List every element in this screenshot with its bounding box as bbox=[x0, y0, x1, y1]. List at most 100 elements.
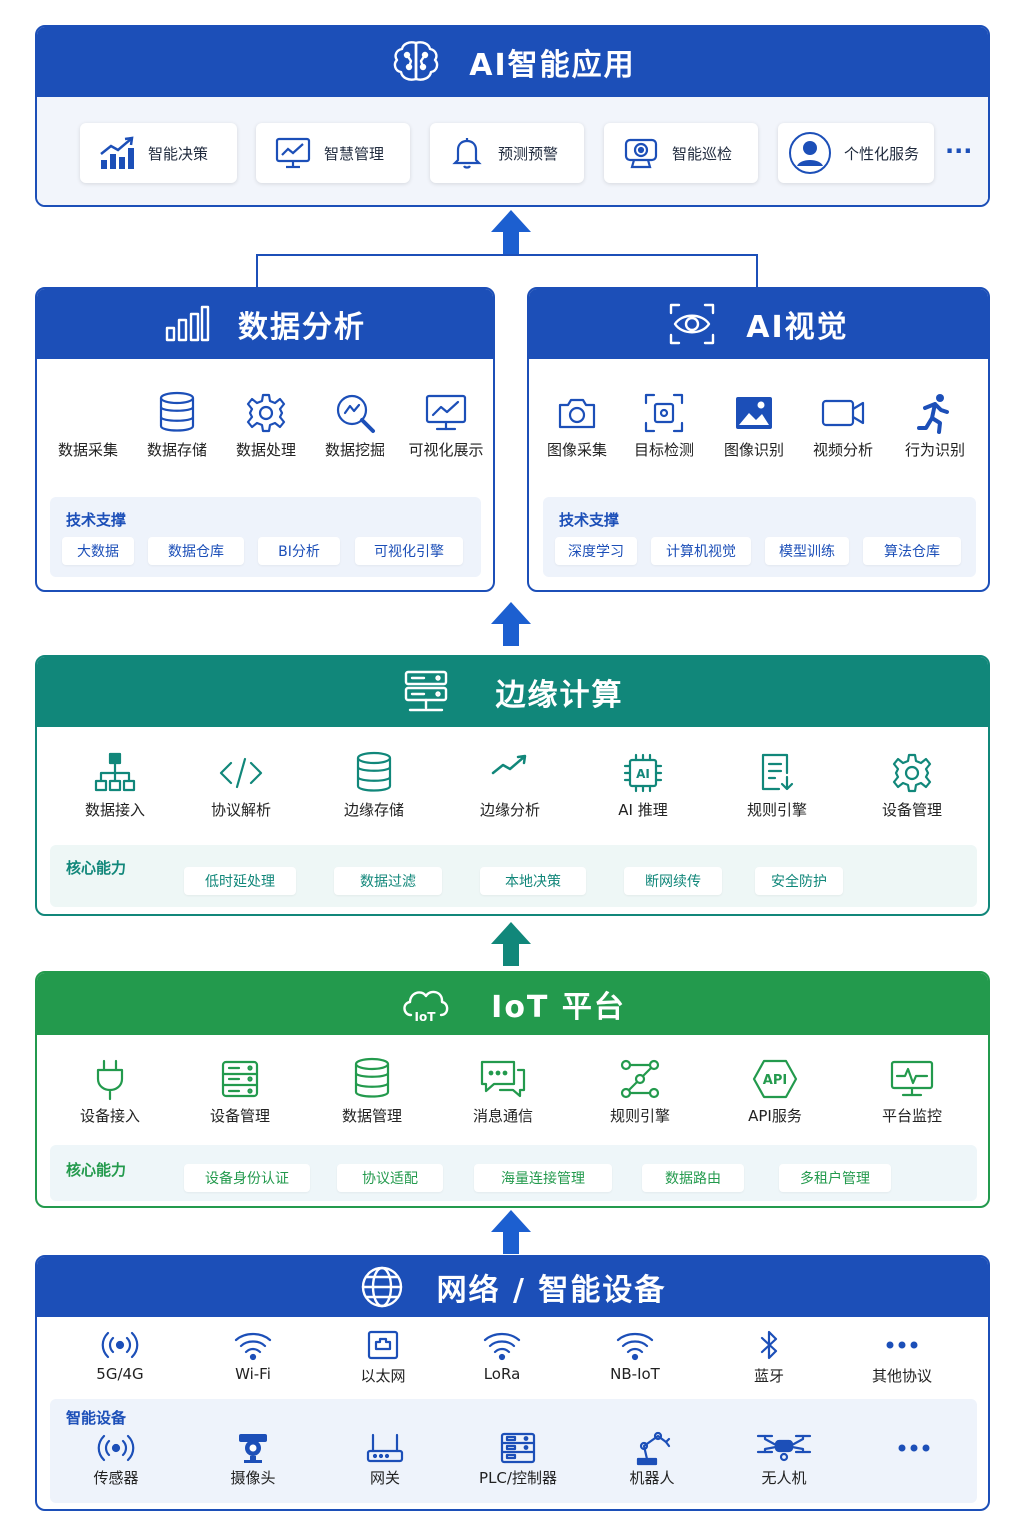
chip-data-warehouse[interactable]: 数据仓库 bbox=[148, 537, 244, 565]
item-label: 数据接入 bbox=[84, 801, 145, 819]
router-icon bbox=[366, 1433, 404, 1463]
chip-protocol-adapt[interactable]: 协议适配 bbox=[337, 1164, 443, 1192]
brain-icon bbox=[394, 41, 439, 81]
item-label: 目标检测 bbox=[633, 441, 694, 459]
ethernet-port-icon bbox=[367, 1330, 399, 1360]
protocol-bluetooth[interactable]: 蓝牙 bbox=[711, 1325, 827, 1386]
chip-offline-resume[interactable]: 断网续传 bbox=[624, 867, 722, 895]
chip-deep-learning[interactable]: 深度学习 bbox=[555, 537, 637, 565]
item-edge-analysis[interactable]: 边缘分析 bbox=[449, 747, 571, 820]
device-plc[interactable]: PLC/控制器 bbox=[440, 1429, 596, 1488]
device-gateway[interactable]: 网关 bbox=[330, 1429, 440, 1488]
item-visualization[interactable]: 可视化展示 bbox=[405, 387, 487, 460]
item-data-storage[interactable]: 数据存储 bbox=[127, 387, 227, 460]
ai-vision-items: 图像采集 目标检测 图像识别 视频分析 行为识别 bbox=[537, 387, 981, 460]
item-behavior-recognition[interactable]: 行为识别 bbox=[889, 387, 981, 460]
protocol-5g[interactable]: 5G/4G bbox=[55, 1325, 185, 1386]
more-icon bbox=[898, 1444, 930, 1452]
protocol-ethernet[interactable]: 以太网 bbox=[321, 1325, 445, 1386]
item-label: 蓝牙 bbox=[753, 1367, 784, 1385]
item-image-recognition[interactable]: 图像识别 bbox=[711, 387, 797, 460]
chip-big-data[interactable]: 大数据 bbox=[62, 537, 134, 565]
item-image-capture[interactable]: 图像采集 bbox=[537, 387, 617, 460]
chat-bubbles-icon bbox=[480, 1060, 526, 1098]
image-icon bbox=[736, 397, 772, 429]
item-label: 视频分析 bbox=[812, 441, 873, 459]
protocol-lora[interactable]: LoRa bbox=[445, 1325, 559, 1386]
devices-label: 智能设备 bbox=[66, 1409, 127, 1427]
data-analysis-header: 数据分析 bbox=[37, 289, 493, 359]
item-label: 可视化展示 bbox=[408, 441, 484, 459]
item-rule-engine[interactable]: 规则引擎 bbox=[715, 747, 839, 820]
item-device-access[interactable]: 设备接入 bbox=[45, 1053, 175, 1126]
network-devices-panel: 网络 / 智能设备 5G/4G Wi-Fi 以太网 LoRa NB-IoT 蓝牙… bbox=[35, 1255, 990, 1511]
chip-bi-analysis[interactable]: BI分析 bbox=[258, 537, 340, 565]
ai-application-header: AI智能应用 bbox=[37, 27, 988, 97]
ai-card-warning[interactable]: 预测预警 bbox=[430, 123, 584, 183]
controller-cabinet-icon bbox=[500, 1432, 536, 1464]
item-ai-inference[interactable]: AI AI 推理 bbox=[571, 747, 715, 820]
ai-card-management[interactable]: 智慧管理 bbox=[256, 123, 410, 183]
chip-data-routing[interactable]: 数据路由 bbox=[642, 1164, 744, 1192]
chip-mass-connection[interactable]: 海量连接管理 bbox=[474, 1164, 612, 1192]
item-device-management[interactable]: 设备管理 bbox=[175, 1053, 305, 1126]
chip-computer-vision[interactable]: 计算机视觉 bbox=[651, 537, 751, 565]
database-icon bbox=[159, 391, 195, 432]
sensor-icon bbox=[97, 1434, 135, 1462]
item-label: PLC/控制器 bbox=[479, 1469, 557, 1487]
ai-card-decision[interactable]: 智能决策 bbox=[80, 123, 237, 183]
chip-visual-engine[interactable]: 可视化引擎 bbox=[355, 537, 463, 565]
chip-local-decision[interactable]: 本地决策 bbox=[480, 867, 586, 895]
item-data-collection[interactable]: 数据采集 bbox=[49, 387, 127, 460]
item-data-processing[interactable]: 数据处理 bbox=[227, 387, 305, 460]
item-platform-monitor[interactable]: 平台监控 bbox=[837, 1053, 987, 1126]
item-device-management[interactable]: 设备管理 bbox=[839, 747, 985, 820]
chip-device-auth[interactable]: 设备身份认证 bbox=[184, 1164, 310, 1192]
up-arrow-icon bbox=[491, 210, 531, 254]
device-robot[interactable]: 机器人 bbox=[596, 1429, 708, 1488]
gear-icon bbox=[246, 393, 286, 433]
chip-multi-tenant[interactable]: 多租户管理 bbox=[779, 1164, 891, 1192]
chip-algorithm-repo[interactable]: 算法仓库 bbox=[863, 537, 961, 565]
item-object-detection[interactable]: 目标检测 bbox=[617, 387, 711, 460]
cloud-iot-icon: IoT bbox=[403, 990, 449, 1024]
svg-text:AI: AI bbox=[636, 767, 650, 781]
item-protocol-parse[interactable]: 协议解析 bbox=[183, 747, 299, 820]
network-devices-header: 网络 / 智能设备 bbox=[37, 1257, 988, 1317]
chip-data-filter[interactable]: 数据过滤 bbox=[334, 867, 442, 895]
protocol-wifi[interactable]: Wi-Fi bbox=[185, 1325, 321, 1386]
iot-items: 设备接入 设备管理 数据管理 消息通信 规则引擎 API API服务 平台监控 bbox=[45, 1053, 987, 1126]
edge-computing-panel: 边缘计算 数据接入 协议解析 边缘存储 边缘分析 AI AI 推理 规则引擎 设… bbox=[35, 655, 990, 916]
item-data-management[interactable]: 数据管理 bbox=[305, 1053, 439, 1126]
device-sensor[interactable]: 传感器 bbox=[56, 1429, 176, 1488]
item-label: 设备管理 bbox=[881, 801, 942, 819]
edge-computing-title: 边缘计算 bbox=[495, 678, 624, 713]
item-messaging[interactable]: 消息通信 bbox=[439, 1053, 567, 1126]
item-video-analysis[interactable]: 视频分析 bbox=[797, 387, 889, 460]
item-label: 以太网 bbox=[360, 1367, 406, 1385]
item-api-service[interactable]: API API服务 bbox=[713, 1053, 837, 1126]
code-icon bbox=[219, 757, 263, 789]
protocol-other[interactable]: 其他协议 bbox=[827, 1325, 977, 1386]
drone-icon bbox=[756, 1434, 812, 1462]
ai-card-inspection[interactable]: 智能巡检 bbox=[604, 123, 758, 183]
monitor-pulse-icon bbox=[890, 1060, 934, 1097]
more-icon[interactable]: ··· bbox=[945, 137, 973, 165]
device-more[interactable] bbox=[860, 1429, 968, 1488]
user-avatar-icon bbox=[789, 132, 831, 174]
chip-security[interactable]: 安全防护 bbox=[755, 867, 843, 895]
support-label: 技术支撑 bbox=[66, 511, 127, 529]
item-rule-engine[interactable]: 规则引擎 bbox=[567, 1053, 713, 1126]
device-camera[interactable]: 摄像头 bbox=[176, 1429, 330, 1488]
ai-card-personalized[interactable]: 个性化服务 bbox=[778, 123, 934, 183]
network-devices-title: 网络 / 智能设备 bbox=[436, 1273, 667, 1308]
up-arrow-icon bbox=[491, 922, 531, 966]
item-data-access[interactable]: 数据接入 bbox=[47, 747, 183, 820]
item-data-mining[interactable]: 数据挖掘 bbox=[305, 387, 405, 460]
item-label: AI 推理 bbox=[618, 801, 668, 819]
chip-model-training[interactable]: 模型训练 bbox=[765, 537, 849, 565]
device-drone[interactable]: 无人机 bbox=[708, 1429, 860, 1488]
item-edge-storage[interactable]: 边缘存储 bbox=[299, 747, 449, 820]
chip-low-latency[interactable]: 低时延处理 bbox=[184, 867, 296, 895]
protocol-nbiot[interactable]: NB-IoT bbox=[559, 1325, 711, 1386]
